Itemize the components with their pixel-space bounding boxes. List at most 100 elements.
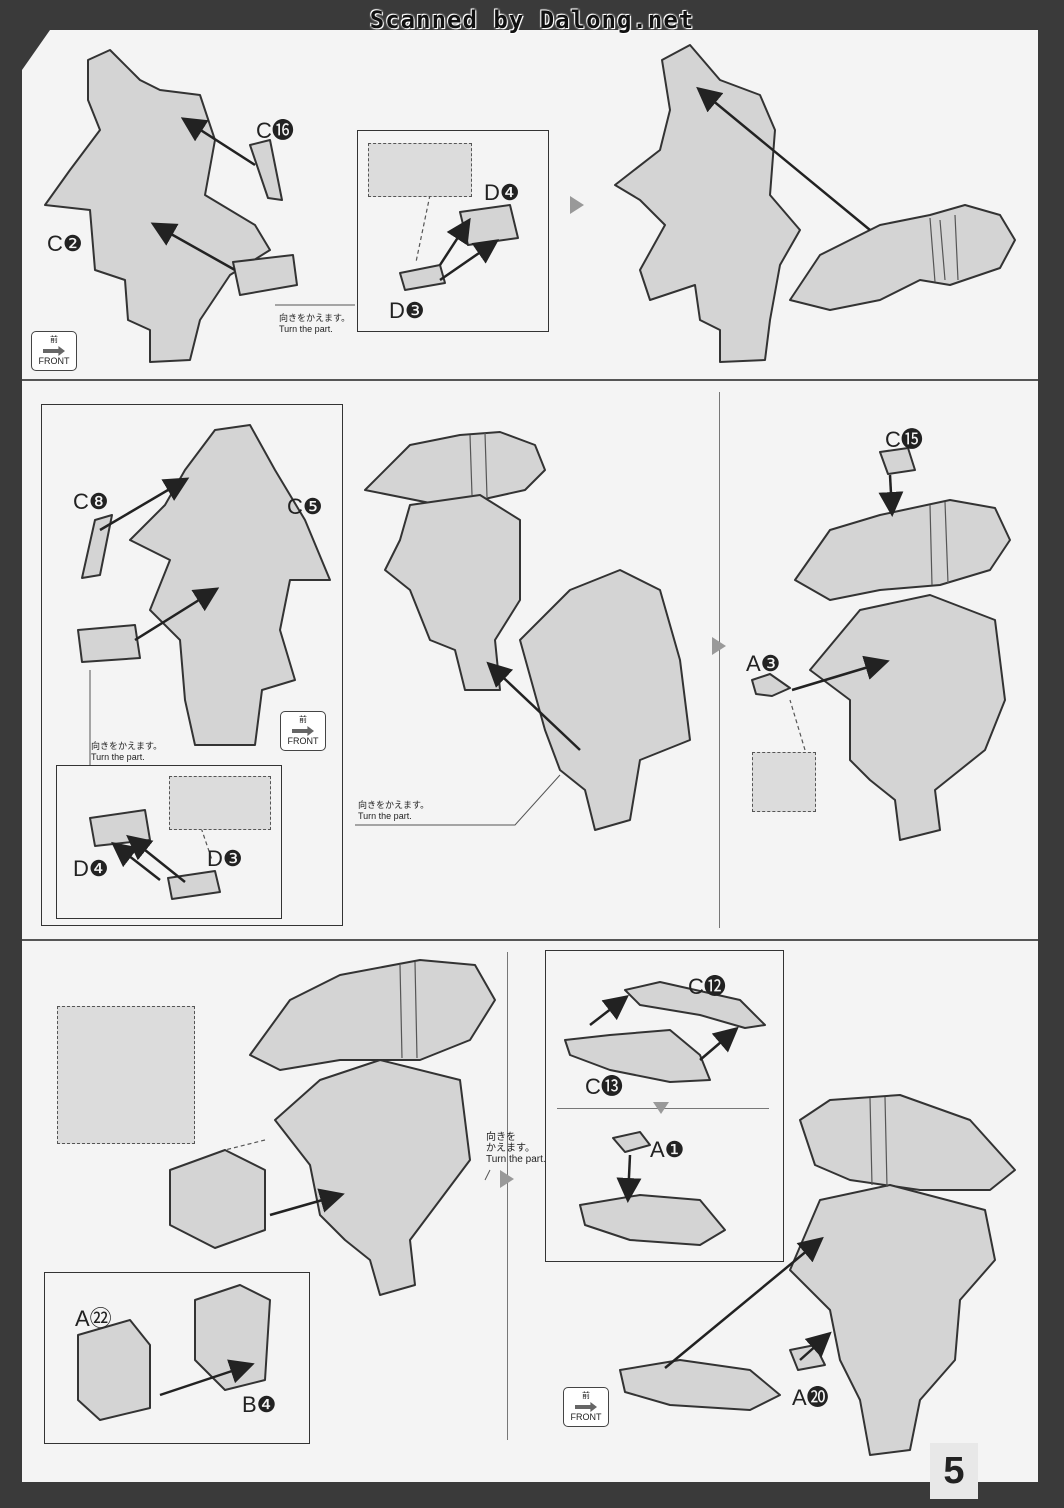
engine-ridge [869, 1096, 888, 1188]
engine-part [789, 204, 1016, 311]
torso-frame-part [129, 424, 331, 746]
part-block [77, 624, 141, 663]
part-label-d4: D❹ [484, 180, 520, 205]
torso-frame-part [614, 44, 801, 363]
part-label-a20: A⓴ [792, 1385, 829, 1410]
part-label-c5: C❺ [287, 494, 323, 519]
part-label-c13: C⓭ [585, 1074, 623, 1099]
scan-watermark: Scanned by Dalong.net [369, 6, 695, 34]
lower-body-part [519, 569, 691, 831]
engine-part [799, 1094, 1016, 1191]
assembly-arrow [486, 661, 581, 751]
part-a20 [789, 1344, 826, 1371]
part-label-c12: C⓬ [688, 974, 726, 999]
turn-note: 向きをかえます。Turn the part. [91, 741, 163, 762]
engine-ridge [929, 501, 949, 586]
next-step-arrow [653, 1102, 669, 1114]
assembly-arrow [159, 1359, 255, 1397]
assembly-arrow [699, 1026, 739, 1061]
assembly-arrow [696, 86, 871, 231]
part-label-a1: A❶ [650, 1137, 685, 1162]
part-label-c16: C⓰ [256, 118, 294, 143]
step3-detail-box [56, 765, 282, 919]
vent-part [169, 1149, 266, 1249]
part-label-c2: C❷ [47, 231, 83, 256]
turn-note: 向きをかえます。Turn the part. [279, 313, 351, 334]
part-c16 [249, 139, 283, 201]
callout-line [355, 774, 561, 826]
part-c15 [879, 447, 916, 475]
assembly-arrow [134, 587, 220, 642]
part-label-d3: D❸ [207, 846, 243, 871]
lower-body-part [789, 1184, 996, 1456]
pontoon-part [579, 1194, 726, 1246]
part-d3 [399, 264, 446, 291]
guide-dash [189, 794, 213, 861]
pontoon-part [619, 1359, 781, 1411]
part-label-a3: A❸ [746, 651, 781, 676]
assembly-arrow [664, 1236, 824, 1369]
assembly-arrow [111, 841, 161, 881]
assembly-arrow [439, 239, 500, 282]
callout-line [484, 1169, 491, 1181]
step4-detail-view [752, 752, 816, 812]
lower-body-part [274, 1059, 471, 1296]
part-label-a22: A㉒ [75, 1306, 112, 1331]
page-number: 5 [930, 1443, 978, 1499]
part-a3 [751, 673, 791, 697]
engine-ridge [469, 432, 488, 498]
part-c13 [564, 1029, 711, 1083]
part-block [232, 254, 298, 296]
step1-detail-view [368, 143, 472, 197]
assembly-arrow [269, 1188, 345, 1217]
step6-detail-box [545, 950, 784, 1262]
engine-part [364, 431, 546, 506]
part-label-b4: B❹ [242, 1392, 277, 1417]
part-a1 [612, 1131, 651, 1153]
assembly-arrow [616, 1154, 642, 1203]
step5-detail-view [57, 1006, 195, 1144]
part-a22 [77, 1319, 151, 1421]
assembly-arrow [150, 222, 236, 272]
engine-part [249, 959, 496, 1071]
assembly-arrow [126, 834, 186, 883]
turn-note: 向きをかえます。Turn the part. [358, 800, 430, 821]
torso-frame-part [44, 49, 271, 363]
assembly-arrow [791, 655, 890, 692]
guide-dash [789, 699, 806, 751]
step3-frame-box [41, 404, 343, 926]
assembly-arrow [99, 477, 190, 532]
assembly-arrow [878, 474, 904, 517]
guide-dash [415, 194, 431, 263]
part-c12 [624, 981, 766, 1029]
step5-parts-box [44, 1272, 310, 1444]
part-label-d3: D❸ [389, 298, 425, 323]
step-divider [507, 952, 508, 1440]
assembly-arrow [799, 1331, 832, 1361]
assembly-arrow [438, 217, 471, 266]
part-label-c15: C⓯ [885, 427, 923, 452]
turn-note: 向きをかえます。Turn the part. [486, 1132, 546, 1165]
next-step-arrow [712, 637, 726, 655]
part-label-d4: D❹ [73, 856, 109, 881]
step3-detail-view [169, 776, 271, 830]
torso-frame-part [384, 494, 521, 691]
section-divider [22, 939, 1038, 941]
next-step-arrow [500, 1170, 514, 1188]
step1-detail-box [357, 130, 549, 332]
part-c8 [81, 514, 113, 579]
lower-body-part [809, 594, 1006, 841]
guide-dash [224, 1139, 266, 1151]
next-step-arrow [570, 196, 584, 214]
assembly-arrow [180, 117, 256, 167]
part-label-c8: C❽ [73, 489, 109, 514]
engine-part [794, 499, 1011, 601]
engine-ridge [399, 961, 418, 1059]
assembly-arrow [589, 994, 629, 1026]
section-divider [22, 379, 1038, 381]
engine-ridge [929, 214, 959, 283]
